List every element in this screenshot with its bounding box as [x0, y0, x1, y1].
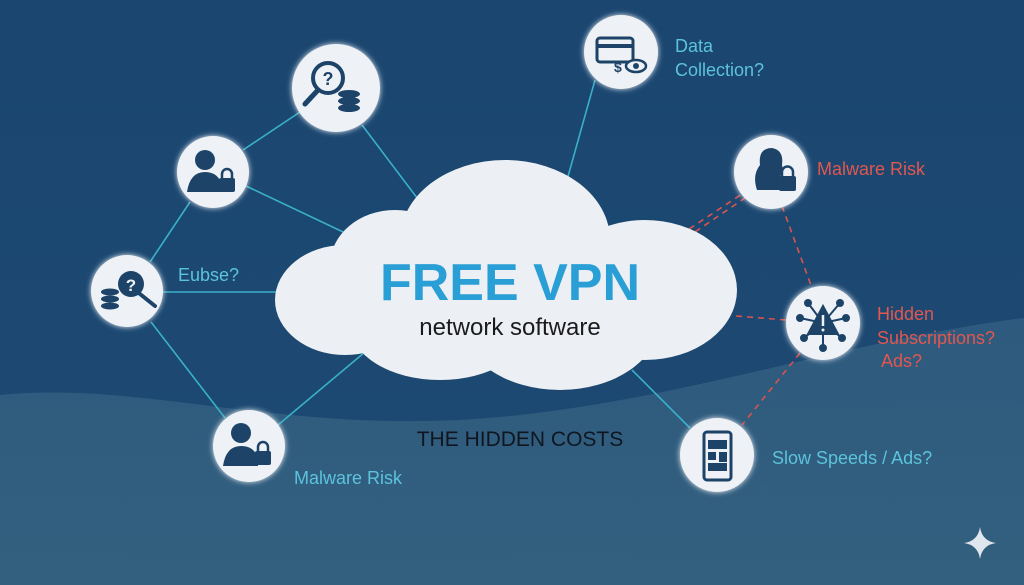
phone-ads-node	[680, 418, 754, 492]
cloud-title: FREE VPN	[380, 254, 640, 312]
caption: THE HIDDEN COSTS	[417, 428, 624, 451]
user-lock-icon	[223, 423, 271, 466]
user-lock-icon	[187, 150, 235, 192]
background-hill	[0, 318, 1024, 585]
phone-ads-icon	[702, 430, 733, 482]
sparkle-icon	[964, 527, 996, 559]
magnifier-coins-node	[292, 44, 380, 132]
label-subscriptions: Subscriptions?	[877, 328, 995, 348]
label-data: Data	[675, 36, 714, 56]
label-ads: Ads?	[881, 351, 922, 371]
label-eubse: Eubse?	[178, 265, 239, 285]
question-mark: ?	[323, 69, 334, 89]
virus-warning-icon	[796, 299, 850, 352]
cloud-subtitle: network software	[419, 314, 600, 341]
label-collection: Collection?	[675, 60, 764, 80]
card-eye-node	[584, 15, 658, 89]
woman-lock-icon	[755, 148, 796, 191]
card-eye-icon: $	[595, 36, 648, 75]
label-hidden: Hidden	[877, 304, 934, 324]
coins-question-icon: ?	[101, 271, 157, 310]
user-lock-bottom-node	[213, 410, 285, 482]
cloud	[275, 160, 737, 390]
label-malware-risk-left: Malware Risk	[294, 468, 403, 488]
magnifier-coins-icon: ?	[302, 61, 360, 112]
user-lock-top-node	[177, 136, 249, 208]
label-malware-risk-right: Malware Risk	[817, 159, 926, 179]
question-mark: ?	[126, 276, 136, 295]
dollar-sign: $	[614, 59, 622, 75]
label-slow-speeds: Slow Speeds / Ads?	[772, 448, 932, 468]
risk-lines	[679, 191, 813, 426]
